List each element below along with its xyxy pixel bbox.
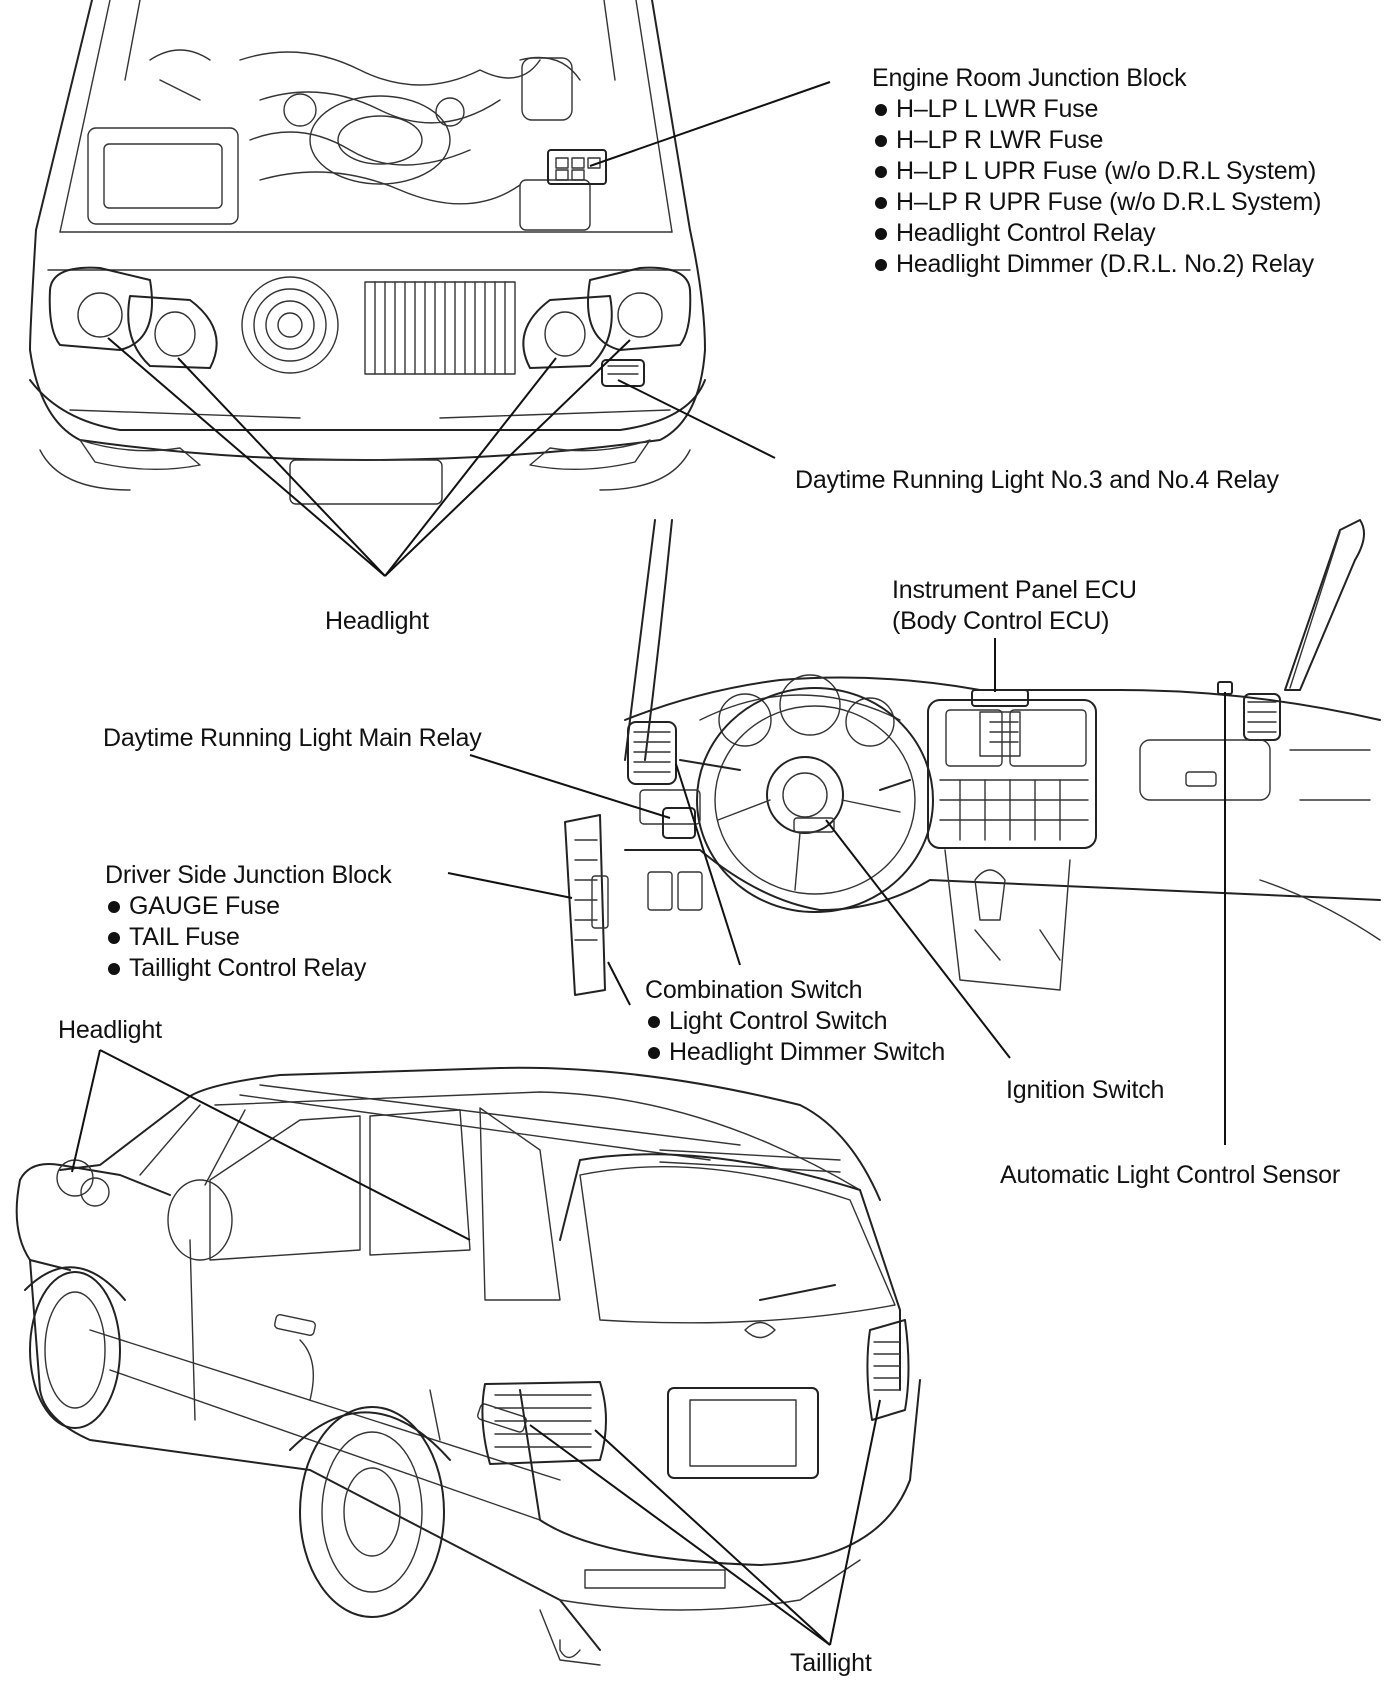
combination-switch-item: Headlight Dimmer Switch xyxy=(645,1037,945,1068)
instrument-panel-ecu-line1: Instrument Panel ECU xyxy=(892,576,1137,604)
driver-jb-item: GAUGE Fuse xyxy=(105,891,392,922)
automatic-light-control-sensor-label: Automatic Light Control Sensor xyxy=(1000,1161,1341,1189)
dashboard-view xyxy=(564,519,1381,996)
headlight-front-label: Headlight xyxy=(325,607,429,635)
headlight-side-label: Headlight xyxy=(58,1016,162,1044)
engine-room-jb-item: H–LP R LWR Fuse xyxy=(872,125,1321,156)
combination-switch-item: Light Control Switch xyxy=(645,1006,945,1037)
engine-room-junction-block-callout: Engine Room Junction Block H–LP L LWR Fu… xyxy=(872,63,1321,280)
ignition-switch-label: Ignition Switch xyxy=(1006,1076,1165,1104)
combination-switch-title: Combination Switch xyxy=(645,976,863,1004)
engine-room-jb-item: H–LP L UPR Fuse (w/o D.R.L System) xyxy=(872,156,1321,187)
front-view-vehicle xyxy=(29,0,706,505)
driver-side-junction-block-callout: Driver Side Junction Block GAUGE Fuse TA… xyxy=(105,860,392,984)
driver-jb-item: Taillight Control Relay xyxy=(105,953,392,984)
engine-room-jb-item: Headlight Dimmer (D.R.L. No.2) Relay xyxy=(872,249,1321,280)
leader-lines xyxy=(71,81,1226,1646)
engine-room-jb-item: H–LP R UPR Fuse (w/o D.R.L System) xyxy=(872,187,1321,218)
drl-main-relay-label: Daytime Running Light Main Relay xyxy=(103,724,482,752)
side-rear-view-vehicle xyxy=(15,1066,921,1666)
instrument-panel-ecu-line2: (Body Control ECU) xyxy=(892,607,1110,635)
driver-jb-item: TAIL Fuse xyxy=(105,922,392,953)
engine-room-jb-item: Headlight Control Relay xyxy=(872,218,1321,249)
driver-side-junction-block-title: Driver Side Junction Block xyxy=(105,861,392,889)
combination-switch-callout: Combination Switch Light Control Switch … xyxy=(645,975,945,1068)
taillight-label: Taillight xyxy=(790,1649,872,1677)
engine-room-jb-item: H–LP L LWR Fuse xyxy=(872,94,1321,125)
drl-no3-no4-relay-label: Daytime Running Light No.3 and No.4 Rela… xyxy=(795,466,1279,494)
instrument-panel-ecu-callout: Instrument Panel ECU (Body Control ECU) xyxy=(892,575,1137,637)
engine-room-junction-block-title: Engine Room Junction Block xyxy=(872,64,1187,92)
